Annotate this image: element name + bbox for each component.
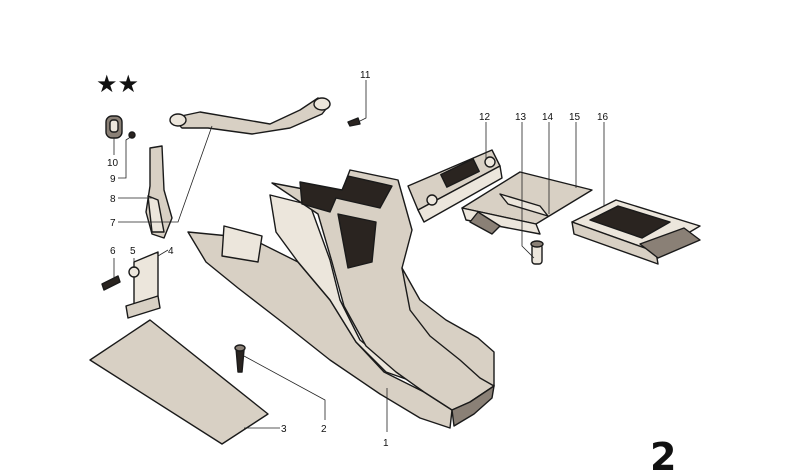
part-2-screw [234,344,246,373]
part-11-screw [347,117,361,127]
part-10-clip [105,115,123,139]
part-12-housing [407,149,503,223]
callout-10: 10 [107,158,119,169]
star-marks: ★★ [96,70,139,98]
part-8-strap [145,145,173,239]
center-console-body [187,169,495,429]
callout-15: 15 [569,112,581,123]
callout-16: 16 [597,112,609,123]
callout-13: 13 [515,112,527,123]
callout-12: 12 [479,112,491,123]
corner-page-mark: 2 [650,435,676,473]
callout-labels: 1 2 3 4 5 6 7 8 9 10 11 12 13 14 15 16 [107,70,609,449]
part-16-ashtray [571,199,701,265]
part-7-grab-handle [169,97,331,135]
callout-6: 6 [110,246,116,257]
callout-2: 2 [321,424,327,435]
part-5-washer [128,266,140,278]
callout-7: 7 [110,218,116,229]
part-6-screw [101,275,121,291]
callout-3: 3 [281,424,287,435]
callout-4: 4 [168,246,174,257]
leader-lines [113,80,605,432]
part-9-screw [128,131,136,139]
callout-11: 11 [360,70,371,81]
callout-5: 5 [130,246,136,257]
callout-14: 14 [542,112,554,123]
part-4-bracket [125,251,161,319]
callout-9: 9 [110,174,116,185]
part-3-panel [89,319,269,445]
callout-8: 8 [110,194,116,205]
part-13-screw [530,240,544,265]
callout-1: 1 [383,438,389,449]
part-15-bracket [461,171,593,235]
